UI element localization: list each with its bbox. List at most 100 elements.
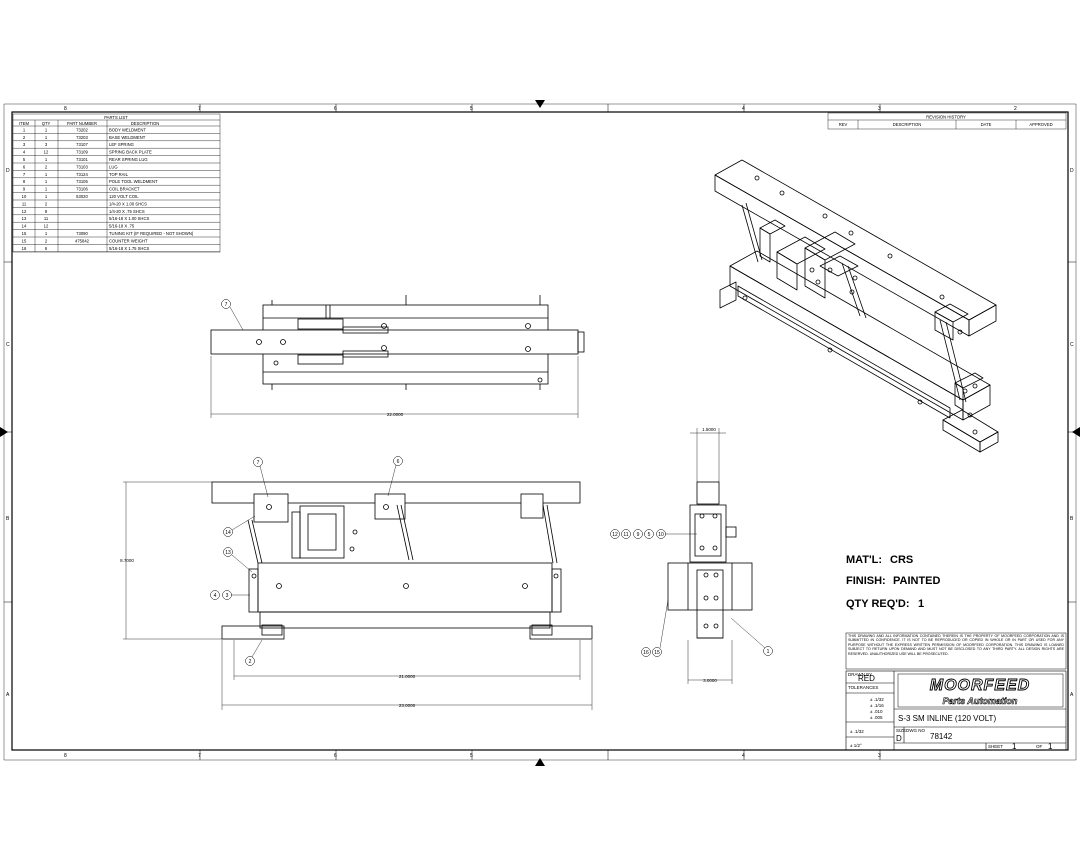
parts-cell-item: 1 [23, 127, 26, 132]
parts-cell-item: 8 [23, 179, 26, 184]
parts-cell-item: 13 [22, 216, 27, 221]
proprietary-notice: THIS DRAWING AND ALL INFORMATION CONTAIN… [848, 634, 1064, 656]
tolerance-fraction-2: ± .1/16 [870, 703, 884, 708]
drawn-by-label: DRAWN BY [848, 672, 872, 677]
balloon-label: 12 [612, 532, 618, 538]
parts-cell-part-number: 73105 [76, 179, 88, 184]
parts-cell-item: 12 [22, 209, 27, 214]
parts-header-part-number: PART NUMBER [67, 121, 97, 126]
front-view [211, 481, 593, 640]
parts-cell-qty: 1 [45, 187, 48, 192]
zone-label: 7 [198, 106, 201, 112]
zone-label: 5 [470, 106, 473, 112]
finish-label: FINISH: [846, 575, 886, 587]
parts-cell-part-number: 73101 [76, 157, 88, 162]
parts-cell-description: BODY WELDMENT [109, 127, 146, 132]
tolerance-fraction-1: ± .1/32 [870, 697, 884, 702]
parts-cell-item: 14 [22, 224, 27, 229]
revision-history-title: REVISION HISTORY [926, 115, 966, 120]
zone-label: C [6, 342, 10, 348]
balloon-label: 6 [397, 459, 400, 465]
parts-cell-description: BASE WELDMENT [109, 135, 146, 140]
zone-label: 5 [470, 753, 473, 759]
dimension-top-length: 22.0000 [387, 412, 404, 417]
parts-header-qty: QTY [42, 121, 51, 126]
parts-cell-item: 6 [23, 164, 26, 169]
parts-list-title: PARTS LIST [104, 115, 128, 120]
parts-cell-qty: 12 [44, 150, 49, 155]
parts-cell-item: 11 [22, 201, 27, 206]
parts-cell-qty: 1 [45, 194, 48, 199]
parts-cell-description: POLE TOOL WELDMENT [109, 179, 158, 184]
dimension-front-height: 8.7000 [120, 558, 134, 563]
parts-cell-qty: 11 [44, 216, 49, 221]
zone-markers [4, 104, 1076, 760]
sheet-total: 1 [1048, 742, 1053, 751]
qty-required-value: 1 [918, 598, 924, 610]
zone-labels-side: D C B A D C B A [6, 168, 1074, 698]
title-block [845, 670, 1067, 751]
parts-cell-part-number: 53020 [76, 194, 88, 199]
parts-cell-item: 9 [23, 187, 26, 192]
parts-cell-description: 120 VOLT COIL [109, 194, 139, 199]
parts-cell-description: SPRING BACK PLATE [109, 150, 152, 155]
parts-cell-item: 7 [23, 172, 26, 177]
parts-cell-description: 1/4-20 X 1.00 SHCS [109, 201, 147, 206]
parts-cell-item: 5 [23, 157, 26, 162]
parts-cell-description: TUNING KIT (IF REQUIRED - NOT SHOWN) [109, 231, 194, 236]
parts-cell-qty: 9 [45, 209, 48, 214]
zone-label: 4 [742, 106, 745, 112]
zone-label: 3 [878, 106, 881, 112]
size-label: SIZE [896, 728, 906, 733]
parts-cell-item: 10 [22, 194, 27, 199]
parts-header-description: DESCRIPTION [131, 121, 160, 126]
parts-cell-qty: 3 [45, 142, 48, 147]
zone-label: 3 [878, 753, 881, 759]
drawing-number-label: DWG NO [906, 728, 925, 733]
zone-label: 4 [742, 753, 745, 759]
centering-marks [0, 100, 1080, 766]
tolerance-decimal-4: ± .005 [870, 715, 883, 720]
sheet-label: SHEET [988, 744, 1003, 749]
drawing-border [11, 111, 1069, 751]
parts-cell-qty: 1 [45, 179, 48, 184]
revision-history-table [827, 112, 1067, 130]
parts-cell-description: 5/16-18 X 1.00 SHCS [109, 216, 149, 221]
zone-label: C [1070, 342, 1074, 348]
balloon-label: 10 [658, 532, 664, 538]
tolerance-extra: ± .1/32 [850, 729, 864, 734]
parts-cell-description: 1/4-20 X .75 SHCS [109, 209, 145, 214]
balloon-label: 3 [226, 593, 229, 599]
parts-cell-description: 5/16-18 X 1.75 SHCS [109, 246, 149, 251]
front-balloons [210, 456, 403, 666]
company-logo: MOORFEED [930, 677, 1030, 694]
proprietary-notice-text: THIS DRAWING AND ALL INFORMATION CONTAIN… [848, 634, 1064, 656]
qty-required-label: QTY REQ'D: [846, 598, 910, 610]
parts-cell-description: REAR SPRING LUG [109, 157, 148, 162]
parts-cell-qty: 1 [45, 135, 48, 140]
material-value: CRS [890, 554, 913, 566]
front-view-dimensions [123, 481, 593, 710]
balloon-label: 13 [225, 550, 231, 556]
parts-cell-qty: 1 [45, 157, 48, 162]
dimension-side-top: 1.5000 [702, 427, 716, 432]
balloon-label: 2 [249, 659, 252, 665]
top-view-dimension [210, 356, 579, 418]
balloon-label: 11 [623, 532, 628, 538]
parts-header-item: ITEM [19, 121, 30, 126]
balloon-label: 9 [637, 532, 640, 538]
parts-cell-part-number: 73090 [76, 231, 88, 236]
balloon-leader [229, 306, 244, 331]
sheet-number: 1 [1012, 742, 1017, 751]
parts-cell-description: LEF SPRING [109, 142, 134, 147]
drawing-title: S-3 SM INLINE (120 VOLT) [898, 714, 996, 723]
sheet-of-label: OF [1036, 744, 1043, 749]
finish-value: PAINTED [893, 575, 941, 587]
zone-label: B [6, 516, 10, 522]
parts-cell-part-number: 73202 [76, 127, 88, 132]
side-balloons [610, 529, 773, 657]
parts-cell-item: 4 [23, 150, 26, 155]
parts-cell-part-number: 73124 [76, 172, 88, 177]
balloon-label: 14 [225, 530, 231, 536]
